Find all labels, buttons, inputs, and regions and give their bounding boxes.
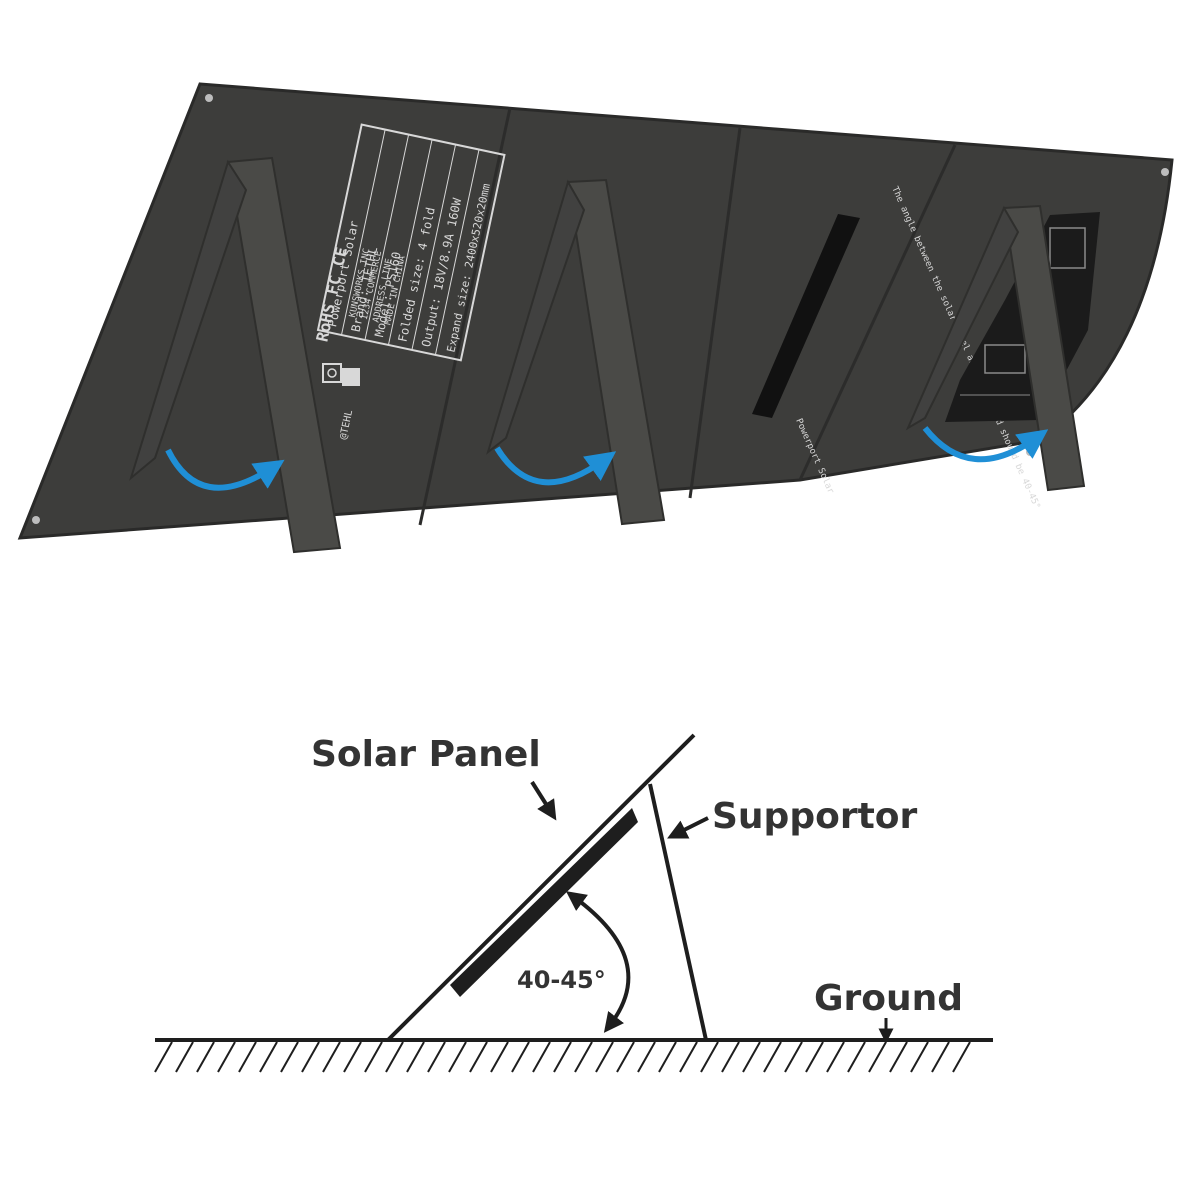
hatch-mark [868, 1041, 887, 1073]
hatch-mark [364, 1041, 383, 1073]
solar-panel-photo: Powerport Solar Brand: TETHL Model: PS16… [17, 82, 1174, 554]
hatch-mark [574, 1041, 593, 1073]
grommet-icon [32, 516, 40, 524]
fold-seam [418, 107, 512, 526]
hatch-mark [343, 1041, 362, 1073]
hatch-mark [196, 1041, 215, 1073]
hatch-mark [847, 1041, 866, 1073]
hatch-mark [301, 1041, 320, 1073]
supportor-label: Supportor [712, 796, 918, 837]
warning-icon [327, 368, 337, 378]
hatch-mark [385, 1041, 404, 1073]
kickstand [1002, 204, 1086, 492]
solar-panel-label: Solar Panel [311, 734, 541, 775]
hatch-mark [406, 1041, 425, 1073]
hatch-mark [931, 1041, 950, 1073]
ground-hatching [154, 1041, 971, 1073]
hatch-mark [805, 1041, 824, 1073]
warning-icon [322, 363, 342, 383]
hatch-mark [238, 1041, 257, 1073]
hatch-mark [679, 1041, 698, 1073]
hatch-mark [448, 1041, 467, 1073]
ground-label: Ground [814, 978, 963, 1019]
angle-label: 40-45° [517, 966, 606, 994]
angle-arc [565, 891, 631, 1033]
hatch-mark [175, 1041, 194, 1073]
kickstand-brace [486, 179, 586, 455]
hatch-mark [490, 1041, 509, 1073]
hatch-mark [322, 1041, 341, 1073]
hatch-mark [154, 1041, 173, 1073]
hatch-mark [784, 1041, 803, 1073]
grommet-icon [205, 94, 213, 102]
rotate-arrow-icon [165, 448, 285, 491]
hatch-mark [952, 1041, 971, 1073]
kickstand [226, 156, 342, 554]
hatch-mark [826, 1041, 845, 1073]
supportor-leg [648, 783, 708, 1041]
grommet-icon [1161, 168, 1169, 176]
hatch-mark [889, 1041, 908, 1073]
hatch-mark [532, 1041, 551, 1073]
hatch-mark [658, 1041, 677, 1073]
panel-body [450, 808, 638, 997]
hatch-mark [910, 1041, 929, 1073]
panel-edge [386, 733, 696, 1042]
hatch-mark [553, 1041, 572, 1073]
hatch-mark [427, 1041, 446, 1073]
tilt-angle-diagram: Solar Panel Supportor 40-45° Ground [154, 733, 993, 1073]
fold-seam [688, 127, 742, 499]
kickstand-slot [752, 214, 860, 418]
kickstand-brace [905, 205, 1020, 431]
grommet-icon [1026, 448, 1034, 456]
kickstand [566, 178, 666, 526]
hatch-mark [511, 1041, 530, 1073]
hatch-mark [721, 1041, 740, 1073]
hatch-mark [616, 1041, 635, 1073]
hatch-mark [742, 1041, 761, 1073]
hatch-mark [469, 1041, 488, 1073]
rotate-arrow-icon [922, 426, 1049, 463]
panel-pointer-arrow [530, 780, 557, 821]
kickstand-brace [129, 159, 248, 481]
hatch-mark [637, 1041, 656, 1073]
rotate-arrow-icon [494, 446, 617, 486]
hatch-mark [259, 1041, 278, 1073]
facebook-icon [342, 368, 360, 386]
hatch-mark [700, 1041, 719, 1073]
hatch-mark [280, 1041, 299, 1073]
supportor-pointer-arrow [667, 816, 709, 839]
hatch-mark [595, 1041, 614, 1073]
fold-seam [798, 144, 957, 481]
hatch-mark [217, 1041, 236, 1073]
hatch-mark [763, 1041, 782, 1073]
